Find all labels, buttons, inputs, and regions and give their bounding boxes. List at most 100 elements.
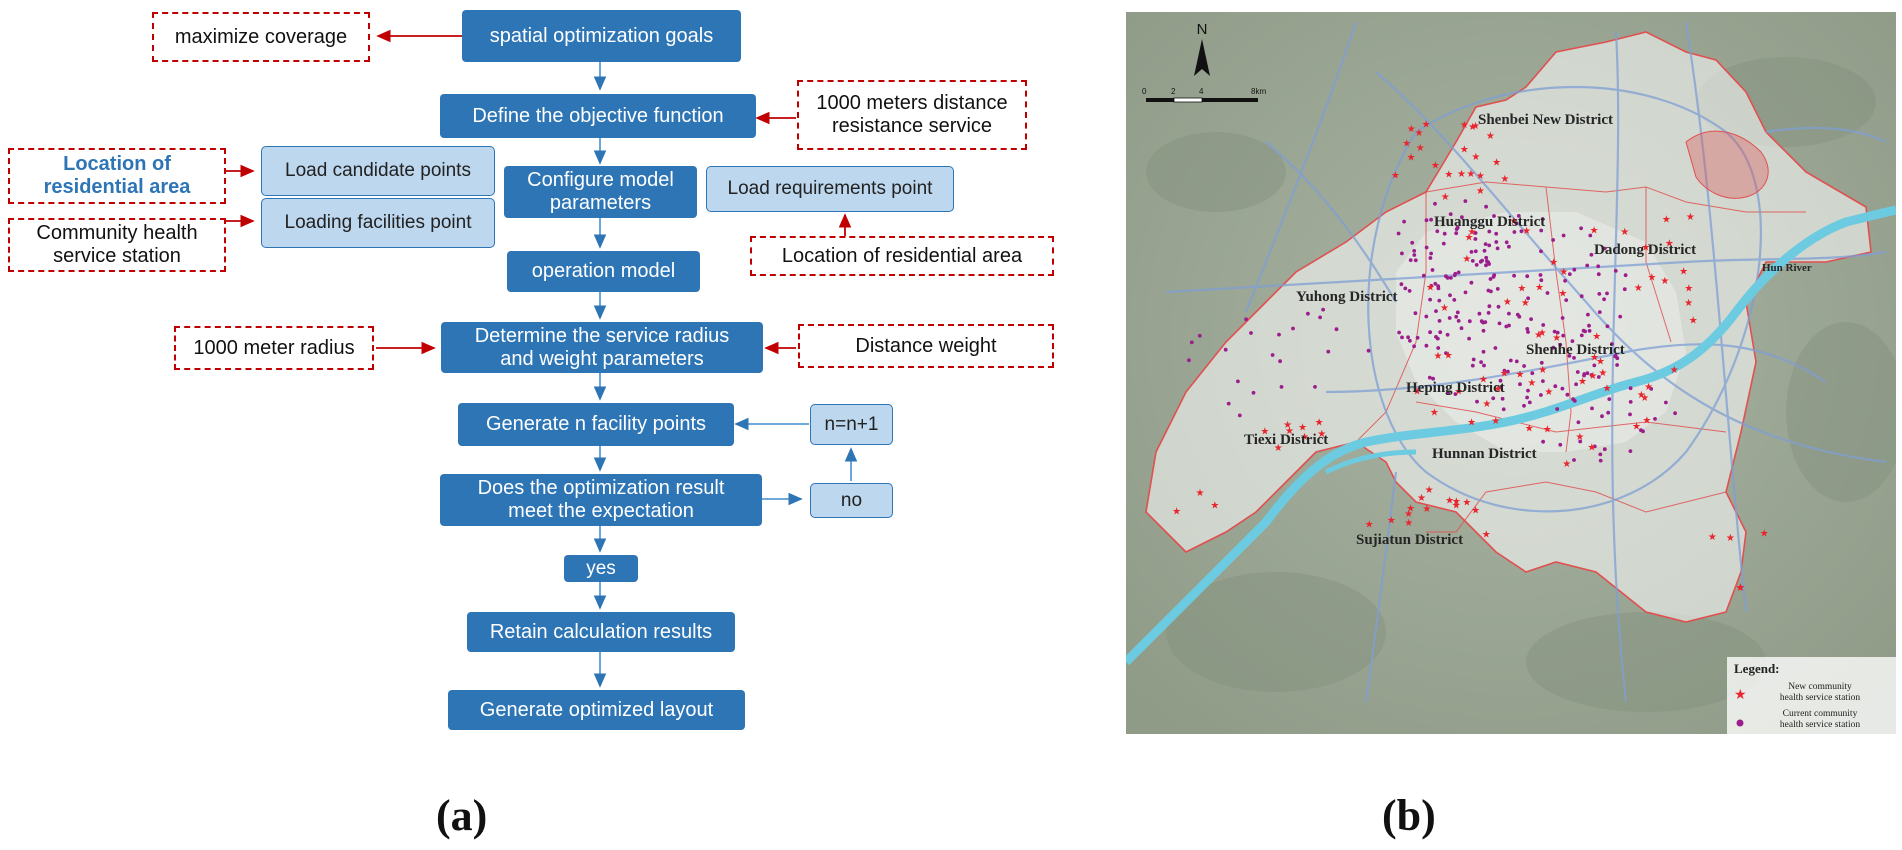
current-station-marker: [1456, 319, 1461, 323]
current-station-marker: [1598, 458, 1603, 463]
current-station-marker: [1560, 386, 1565, 391]
current-station-marker: [1597, 310, 1602, 314]
current-station-marker: [1495, 246, 1500, 251]
current-station-marker: [1436, 286, 1441, 291]
district-label-heping: Heping District: [1406, 380, 1505, 396]
node-label-line: 1000 meters distance: [816, 92, 1008, 114]
scale-tick-label: 0: [1142, 87, 1147, 96]
current-station-marker: [1334, 327, 1339, 332]
current-station-marker: [1326, 349, 1331, 354]
current-station-marker: [1412, 253, 1417, 257]
current-station-marker: [1486, 288, 1491, 293]
load-requirements-point-box: Load requirements point: [706, 166, 954, 212]
current-station-marker: [1470, 259, 1475, 263]
node-label: no: [840, 489, 863, 511]
current-station-marker: [1540, 217, 1545, 221]
current-station-marker: [1473, 249, 1478, 254]
node-label: spatial optimization goals: [489, 24, 714, 47]
current-station-marker: [1397, 330, 1401, 335]
current-station-marker: [1441, 241, 1446, 246]
node-label: Location of residential area: [781, 244, 1023, 267]
current-station-marker: [1408, 258, 1413, 262]
current-station-marker: [1628, 412, 1632, 417]
loading-facilities-point-box: Loading facilities point: [261, 198, 495, 248]
new-station-marker: ★: [1468, 122, 1477, 133]
new-station-marker: ★: [1479, 374, 1488, 385]
current-station-marker: [1514, 221, 1519, 226]
current-station-marker: [1494, 240, 1499, 244]
new-station-marker: ★: [1662, 214, 1671, 225]
node-label-line: Location of: [63, 153, 171, 175]
new-station-marker: ★: [1462, 497, 1471, 508]
current-station-marker: [1596, 264, 1601, 269]
current-station-marker: [1649, 387, 1654, 391]
configure-model-parameters-box: Configure model parameters: [504, 166, 697, 218]
new-station-marker: ★: [1640, 393, 1649, 404]
current-station-marker: [1605, 291, 1609, 296]
current-station-marker: [1400, 335, 1404, 340]
current-station-marker: [1475, 399, 1479, 404]
current-station-marker: [1587, 323, 1591, 328]
legend-background: [1727, 657, 1896, 734]
new-station-marker: ★: [1492, 158, 1501, 169]
generate-facility-points-box: Generate n facility points: [458, 403, 734, 446]
legend-new-station-label: health service station: [1780, 693, 1860, 703]
new-station-marker: ★: [1417, 493, 1426, 504]
new-station-marker: ★: [1500, 369, 1509, 380]
current-station-marker: [1321, 307, 1325, 312]
current-station-marker: [1455, 225, 1460, 230]
current-station-marker: [1602, 297, 1606, 302]
current-station-marker: [1561, 333, 1566, 338]
current-station-marker: [1610, 342, 1614, 346]
current-station-marker: [1277, 332, 1281, 337]
node-label-line: residential area: [43, 176, 191, 198]
new-station-marker: ★: [1521, 298, 1530, 309]
current-station-marker: [1567, 272, 1572, 276]
spatial-optimization-goals-box: spatial optimization goals: [462, 10, 741, 62]
node-label-line: and weight parameters: [500, 347, 704, 370]
new-station-marker: ★: [1260, 427, 1269, 438]
no-box: no: [810, 483, 893, 518]
current-station-marker: [1572, 399, 1577, 403]
current-station-marker: [1406, 335, 1410, 340]
current-station-marker: [1244, 317, 1248, 322]
new-station-marker: ★: [1684, 284, 1693, 295]
current-station-marker: [1486, 311, 1491, 315]
new-station-marker: ★: [1445, 496, 1454, 507]
current-station-marker: [1539, 228, 1544, 233]
new-station-marker: ★: [1425, 485, 1434, 496]
current-station-marker: [1602, 246, 1607, 251]
current-station-marker: [1570, 339, 1575, 343]
current-station-marker: [1491, 396, 1496, 401]
current-station-marker: [1449, 276, 1453, 280]
current-station-marker: [1579, 294, 1584, 299]
new-station-marker: ★: [1491, 416, 1500, 427]
new-station-marker: ★: [1413, 387, 1422, 398]
current-station-marker: [1410, 240, 1415, 245]
new-station-marker: ★: [1517, 284, 1526, 295]
current-station-marker: [1444, 351, 1448, 356]
current-station-marker: [1519, 229, 1524, 234]
caption-b: (b): [1382, 791, 1436, 840]
new-station-marker: ★: [1452, 500, 1461, 511]
new-station-marker: ★: [1486, 131, 1495, 142]
current-station-marker: [1484, 263, 1488, 268]
current-station-marker: [1197, 333, 1202, 338]
current-station-marker: [1541, 323, 1546, 327]
district-label-tiexi: Tiexi District: [1244, 432, 1328, 448]
new-station-marker: ★: [1665, 239, 1674, 250]
current-station-marker: [1429, 217, 1433, 222]
current-station-marker: [1673, 411, 1677, 416]
new-station-marker: ★: [1558, 289, 1567, 300]
current-station-marker: [1454, 314, 1459, 319]
current-station-marker: [1585, 263, 1590, 268]
new-station-marker: ★: [1444, 169, 1453, 180]
current-station-marker: [1623, 273, 1628, 278]
current-station-marker: [1526, 388, 1530, 393]
new-station-marker: ★: [1647, 273, 1656, 284]
new-station-marker: ★: [1476, 186, 1485, 197]
residential-area-right-box: Location of residential area: [750, 236, 1054, 276]
current-station-marker: [1448, 293, 1452, 298]
district-labels: Shenbei New District Huanggu District Da…: [1244, 112, 1812, 548]
current-station-marker: [1579, 333, 1584, 338]
